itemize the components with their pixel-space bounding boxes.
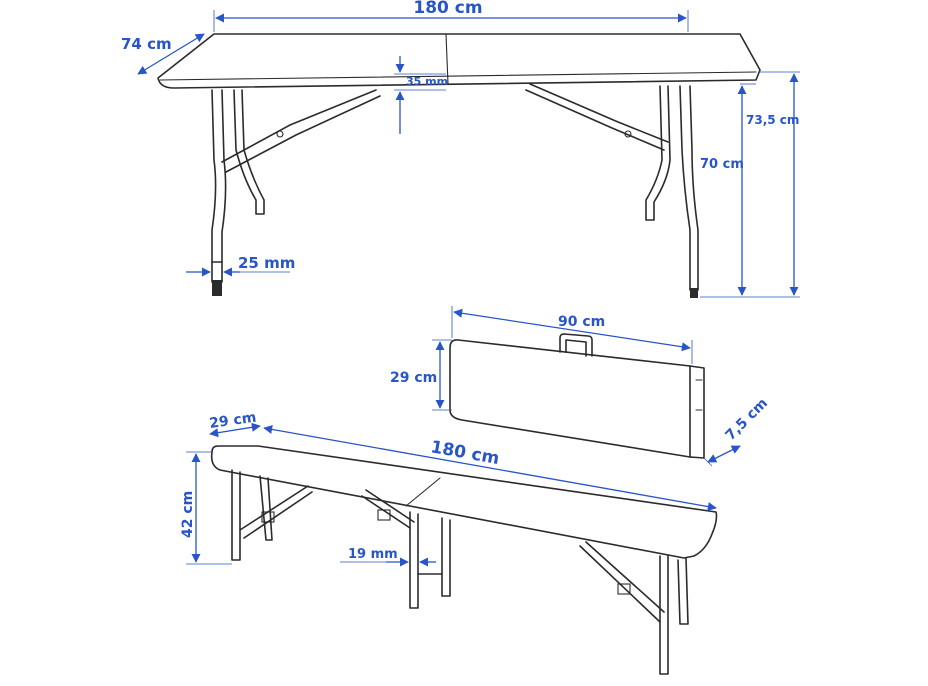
folded-length-arrow [453, 308, 691, 352]
table-left-front-leg [211, 89, 227, 263]
table-top-front-edge [159, 71, 757, 81]
bench-left-back-leg [259, 475, 273, 541]
table-length-label: 180 cm [413, 0, 482, 18]
bench-depth-label: 29 cm [208, 410, 257, 432]
table-total-height-label: 73,5 cm [746, 113, 799, 127]
table-left-brace [221, 89, 381, 173]
table-depth-label: 74 cm [121, 35, 172, 53]
bench-depth-arrow [209, 422, 261, 438]
table-right-brace [525, 83, 669, 151]
folding-bench [210, 445, 718, 675]
bench-left-brace [239, 485, 313, 539]
folded-thickness-arrow [707, 445, 741, 463]
folded-height-label: 29 cm [390, 370, 437, 386]
table-left-back-leg [233, 89, 265, 215]
table-right-front-leg [679, 85, 699, 291]
bench-length-arrow [263, 424, 717, 512]
folded-thickness-label: 7,5 cm [723, 395, 771, 443]
table-leg-diameter-label: 25 mm [238, 254, 295, 272]
folded-length-label: 90 cm [558, 314, 605, 330]
bench-right-front-leg [659, 555, 669, 675]
bench-right-back-leg [677, 557, 689, 625]
bench-center-leg-b [441, 517, 451, 597]
table-depth-arrow [137, 33, 205, 75]
bench-center-leg-a [409, 511, 419, 609]
table-dimensions: 180 cm 74 cm 35 mm 73,5 cm 70 cm 25 mm [121, 0, 800, 298]
folding-table [157, 33, 761, 298]
folded-table [449, 333, 705, 459]
bench-height-label: 42 cm [180, 491, 196, 538]
folded-case-face [449, 339, 699, 458]
table-left-front-foot [212, 280, 222, 296]
table-leg-height-label: 70 cm [700, 157, 744, 172]
table-top-thickness-label: 35 mm [406, 75, 448, 88]
bench-dimensions: 29 cm 180 cm 42 cm 19 mm [180, 410, 717, 567]
bench-right-brace [579, 541, 665, 623]
table-top [157, 33, 761, 89]
bench-leg-diameter-label: 19 mm [348, 547, 398, 562]
table-right-back-leg [645, 85, 671, 221]
bench-left-front-leg [231, 469, 241, 561]
